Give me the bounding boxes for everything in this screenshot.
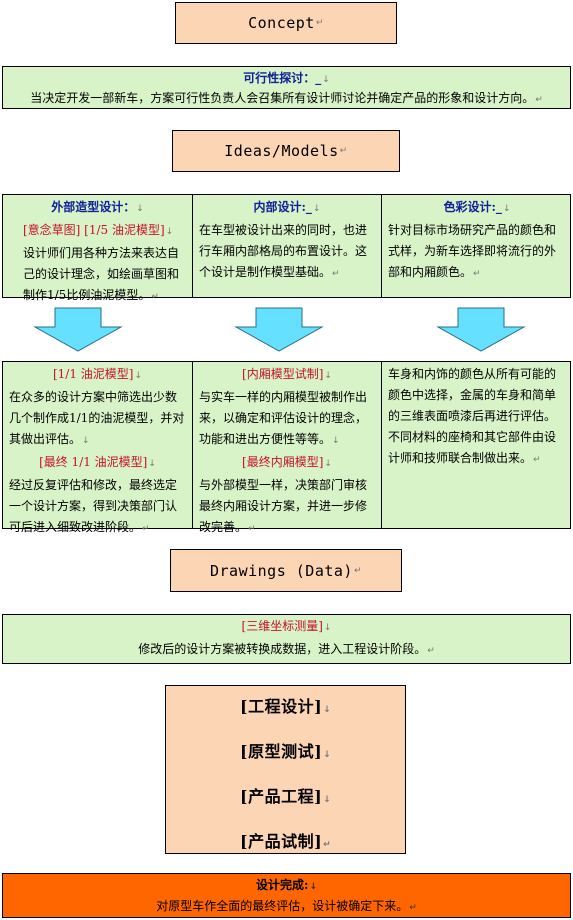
down-arrow-icon [436, 307, 526, 352]
paragraph-mark: ↓ [323, 623, 332, 633]
paragraph-mark: ↓ [165, 227, 174, 237]
column-divider [381, 195, 382, 297]
engineering-item: [工程设计]↓ [240, 697, 332, 716]
feasibility-text: 当决定开发一部新车，方案可行性负责人会召集所有设计师讨论并确定产品的形象和设计方… [30, 91, 535, 105]
interior-model-text-2: 与外部模型一样，决策部门审核最终内厢设计方案，并进一步修改完善。 [199, 478, 368, 534]
color-text: 针对目标市场研究产品的颜色和式样，为新车选择即将流行的外部和内厢颜色。 [388, 223, 557, 279]
clay-text-2: 经过反复评估和修改，最终选定一个设计方案，得到决策部门认可后进入细致改进阶段。 [9, 478, 178, 534]
clay-model-cell: [1/1 油泥模型]↓ 在众多的设计方案中筛选出少数几个制作成1/1的油泥模型，… [3, 362, 192, 534]
color-model-cell: 车身和内饰的颜色从所有可能的颜色中选择，金属的车身和简单的三维表面喷漆后再进行评… [382, 362, 572, 528]
paragraph-mark: ↓ [136, 204, 144, 214]
measure-tag: [三维坐标测量] [241, 619, 323, 633]
paragraph-mark: ↵ [142, 524, 150, 534]
paragraph-mark: ↓ [134, 371, 143, 381]
paragraph-mark: ↵ [409, 903, 417, 913]
exterior-tag: [意念草图] [1/5 油泥模型] [23, 223, 165, 237]
stage-concept-label: Concept [248, 14, 315, 32]
column-divider [192, 195, 193, 297]
interior-text: 在车型被设计出来的同时，也进行车厢内部格局的布置设计。这个设计是制作模型基础。 [199, 223, 368, 279]
column-divider [381, 362, 382, 528]
feasibility-title: 可行性探讨：_ [243, 71, 322, 85]
model-row: [1/1 油泥模型]↓ 在众多的设计方案中筛选出少数几个制作成1/1的油泥模型，… [2, 361, 572, 534]
exterior-title: 外部造型设计： [51, 200, 136, 214]
paragraph-mark: ↓ [324, 371, 332, 381]
engineering-stages: [工程设计]↓ [原型测试]↓ [产品工程]↓ [产品试制]↵ [165, 685, 406, 854]
paragraph-mark: ↓ [322, 75, 330, 85]
paragraph-mark: ↓ [82, 436, 90, 446]
color-design-cell: 色彩设计:_↓ 针对目标市场研究产品的颜色和式样，为新车选择即将流行的外部和内厢… [382, 195, 572, 297]
stage-concept: Concept↵ [175, 2, 397, 44]
paragraph-mark: ↓ [312, 204, 321, 214]
paragraph-mark: ↵ [151, 292, 159, 302]
stage-ideas-models: Ideas/Models↵ [172, 130, 400, 172]
completion-text: 对原型车作全面的最终评估，设计被确定下来。 [156, 899, 409, 913]
stage-drawings-label: Drawings (Data) [209, 561, 353, 580]
paragraph-mark: ↵ [248, 524, 256, 534]
column-divider [192, 362, 193, 528]
stage-drawings: Drawings (Data)↵ [170, 549, 402, 592]
paragraph-mark: ↵ [332, 269, 340, 279]
interior-model-tag-1: [内厢模型试制] [242, 367, 324, 381]
color-title: 色彩设计:_ [443, 200, 502, 214]
down-arrow-icon [234, 307, 324, 352]
paragraph-mark: ↵ [535, 95, 543, 105]
interior-title: 内部设计:_ [253, 200, 312, 214]
completion-panel: 设计完成:↓ 对原型车作全面的最终评估，设计被确定下来。↵ [2, 873, 571, 918]
paragraph-mark: ↓ [309, 882, 317, 892]
clay-tag-2: [最终 1/1 油泥模型] [39, 455, 148, 469]
interior-model-cell: [内厢模型试制]↓ 与实车一样的内厢模型被制作出来，以确定和评估设计的理念，功能… [193, 362, 381, 534]
paragraph-mark: ↵ [339, 146, 348, 156]
paragraph-mark: ↵ [353, 565, 362, 576]
paragraph-mark: ↓ [502, 204, 511, 214]
down-arrow-icon [33, 307, 123, 352]
feasibility-panel: 可行性探讨：_↓ 当决定开发一部新车，方案可行性负责人会召集所有设计师讨论并确定… [2, 66, 571, 109]
exterior-design-cell: 外部造型设计：↓ [意念草图] [1/5 油泥模型]↓ 设计师们用各种方法来表达… [3, 195, 192, 302]
interior-design-cell: 内部设计:_↓ 在车型被设计出来的同时，也进行车厢内部格局的布置设计。这个设计是… [193, 195, 381, 297]
paragraph-mark: ↵ [315, 18, 324, 28]
paragraph-mark: ↵ [473, 269, 481, 279]
clay-tag-1: [1/1 油泥模型] [52, 367, 134, 381]
interior-model-tag-2: [最终内厢模型] [242, 455, 324, 469]
stage-ideas-label: Ideas/Models [224, 142, 339, 160]
engineering-item: [产品试制]↵ [240, 832, 332, 851]
paragraph-mark: ↵ [533, 455, 541, 465]
engineering-item: [产品工程]↓ [240, 787, 332, 806]
paragraph-mark: ↓ [332, 436, 340, 446]
engineering-item: [原型测试]↓ [240, 742, 332, 761]
paragraph-mark: ↵ [427, 646, 435, 656]
paragraph-mark: ↓ [148, 459, 156, 469]
clay-text-1: 在众多的设计方案中筛选出少数几个制作成1/1的油泥模型，并对其做出评估。 [9, 390, 185, 446]
exterior-text: 设计师们用各种方法来表达自己的设计理念，如绘画草图和制作1/5比例油泥模型。 [23, 246, 180, 302]
design-row: 外部造型设计：↓ [意念草图] [1/5 油泥模型]↓ 设计师们用各种方法来表达… [2, 194, 572, 302]
measure-text: 修改后的设计方案被转换成数据，进入工程设计阶段。 [138, 642, 427, 656]
interior-model-text-1: 与实车一样的内厢模型被制作出来，以确定和评估设计的理念，功能和进出方便性等等。 [199, 390, 368, 446]
measure-panel: [三维坐标测量]↓ 修改后的设计方案被转换成数据，进入工程设计阶段。↵ [2, 614, 571, 664]
completion-title: 设计完成: [256, 878, 309, 892]
color-model-text: 车身和内饰的颜色从所有可能的颜色中选择，金属的车身和简单的三维表面喷漆后再进行评… [388, 367, 557, 465]
paragraph-mark: ↓ [324, 459, 332, 469]
